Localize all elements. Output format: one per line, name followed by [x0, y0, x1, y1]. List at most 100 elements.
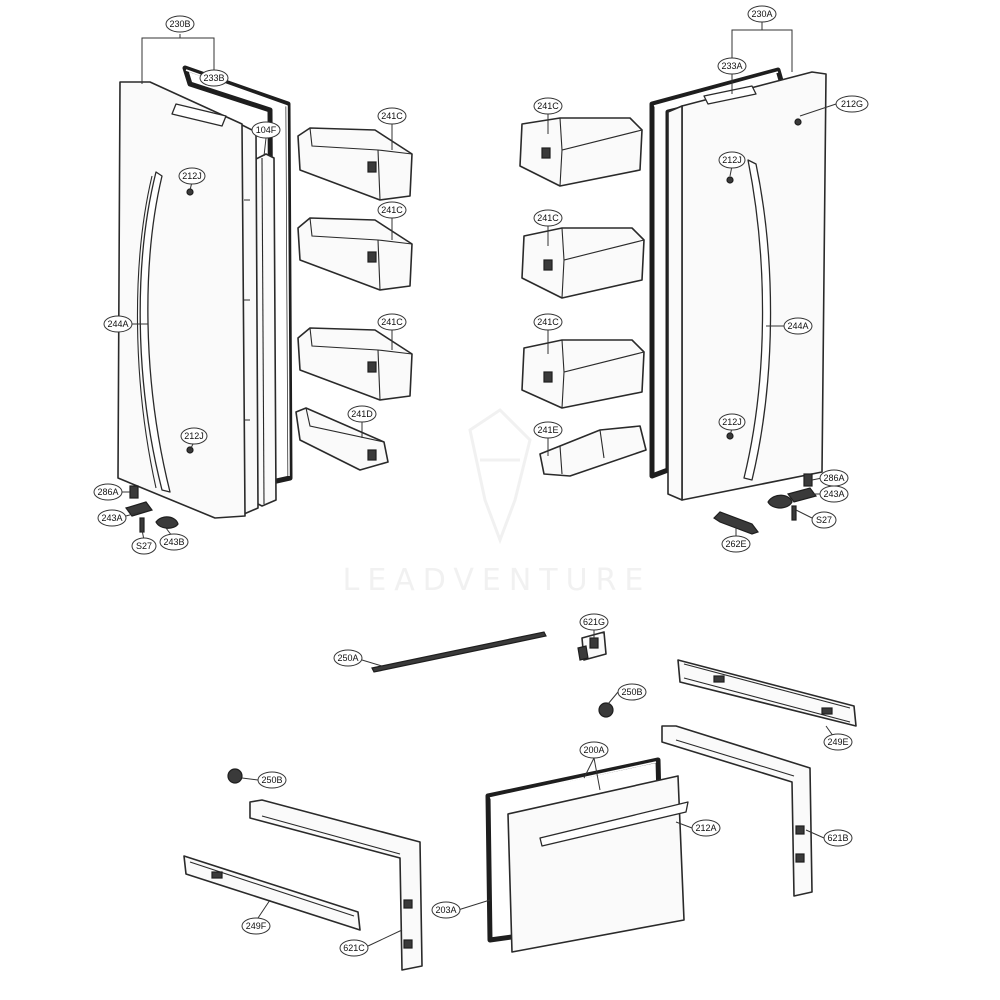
left-hinge-pin: [129, 485, 139, 499]
drawer-rail-right: [677, 659, 857, 727]
left-door-assembly: [117, 65, 413, 533]
svg-text:230A: 230A: [751, 9, 772, 19]
svg-text:243A: 243A: [101, 513, 122, 523]
svg-text:241C: 241C: [537, 317, 559, 327]
svg-text:241D: 241D: [351, 409, 373, 419]
left-door-bin-2: [297, 217, 413, 291]
left-door-bin-1: [297, 127, 413, 201]
right-door-panel: [667, 71, 827, 501]
label-286A-left: 286A: [93, 483, 123, 501]
label-244A-right: 244A: [783, 317, 813, 335]
label-286A-right: 286A: [819, 469, 849, 487]
label-250B-right: 250B: [617, 683, 647, 701]
svg-text:241C: 241C: [381, 317, 403, 327]
label-241C-left-3: 241C: [377, 313, 407, 331]
left-hinge-screw: [139, 517, 145, 533]
drawer-rod: [371, 631, 547, 673]
svg-text:212J: 212J: [184, 431, 204, 441]
svg-text:250A: 250A: [337, 653, 358, 663]
svg-text:249F: 249F: [246, 921, 267, 931]
svg-text:212J: 212J: [182, 171, 202, 181]
svg-text:230B: 230B: [169, 19, 190, 29]
right-door-bin-3: [521, 339, 645, 409]
svg-text:249E: 249E: [827, 737, 848, 747]
label-241D: 241D: [347, 405, 377, 423]
left-door-bin-3: [297, 327, 413, 401]
leader-lines: [122, 22, 837, 947]
right-door-bin-2: [521, 227, 645, 299]
label-212A: 212A: [691, 819, 721, 837]
svg-text:212J: 212J: [722, 417, 742, 427]
svg-text:241C: 241C: [381, 205, 403, 215]
label-212J-right-top: 212J: [718, 151, 746, 169]
label-621B: 621B: [823, 829, 853, 847]
drawer-frame-right: [661, 725, 813, 897]
label-230B: 230B: [165, 15, 195, 33]
label-241E: 241E: [533, 421, 563, 439]
left-hinge-cam: [155, 516, 179, 529]
label-104F: 104F: [251, 121, 281, 139]
label-S27-left: S27: [131, 537, 157, 555]
svg-text:233B: 233B: [203, 73, 224, 83]
label-243A-right: 243A: [819, 485, 849, 503]
label-S27-right: S27: [811, 511, 837, 529]
label-241C-right-3: 241C: [533, 313, 563, 331]
svg-text:S27: S27: [816, 515, 832, 525]
svg-text:212J: 212J: [722, 155, 742, 165]
watermark-logo: [468, 408, 532, 545]
svg-text:212G: 212G: [841, 99, 863, 109]
svg-text:244A: 244A: [787, 321, 808, 331]
drawer-gear-left: [227, 768, 243, 784]
label-243B: 243B: [159, 533, 189, 551]
svg-text:S27: S27: [136, 541, 152, 551]
drawer-frame-left: [249, 799, 423, 971]
label-249F: 249F: [241, 917, 271, 935]
svg-text:241C: 241C: [381, 111, 403, 121]
label-241C-left-2: 241C: [377, 201, 407, 219]
left-hinge-parts: [125, 485, 179, 533]
label-244A-left: 244A: [103, 315, 133, 333]
watermark-text: LEADVENTURE: [343, 563, 652, 598]
svg-text:621B: 621B: [827, 833, 848, 843]
left-door-mullion-strip: [253, 153, 277, 507]
left-hinge-bracket: [125, 501, 153, 517]
drawer-bracket-small: [577, 631, 607, 661]
svg-text:250B: 250B: [261, 775, 282, 785]
left-door-panel: [117, 81, 259, 519]
svg-text:243A: 243A: [823, 489, 844, 499]
label-262E: 262E: [721, 535, 751, 553]
right-door-bin-4: [539, 425, 647, 477]
svg-text:241C: 241C: [537, 101, 559, 111]
right-hinge-pin: [803, 473, 813, 487]
right-hinge-bracket: [786, 487, 818, 503]
label-212J-left-bottom: 212J: [180, 427, 208, 445]
label-250B-left: 250B: [257, 771, 287, 789]
svg-text:200A: 200A: [583, 745, 604, 755]
left-door-bin-4: [295, 407, 389, 471]
svg-text:286A: 286A: [823, 473, 844, 483]
svg-text:262E: 262E: [725, 539, 746, 549]
drawer-assembly: [183, 631, 857, 971]
watermark: LEADVENTURE: [343, 408, 652, 598]
label-621G: 621G: [579, 613, 609, 631]
drawer-door: [485, 757, 689, 953]
label-212J-right-bottom: 212J: [718, 413, 746, 431]
right-door-assembly: [519, 67, 827, 535]
label-241C-right-2: 241C: [533, 209, 563, 227]
svg-text:250B: 250B: [621, 687, 642, 697]
right-hinge-stopper: [713, 511, 759, 535]
right-hinge-screw: [791, 505, 797, 521]
label-241C-left-1: 241C: [377, 107, 407, 125]
svg-text:621C: 621C: [343, 943, 365, 953]
svg-text:233A: 233A: [721, 61, 742, 71]
svg-text:241C: 241C: [537, 213, 559, 223]
label-233A: 233A: [717, 57, 747, 75]
svg-text:104F: 104F: [256, 125, 277, 135]
right-hinge-cam: [767, 494, 793, 509]
label-249E: 249E: [823, 733, 853, 751]
drawer-rail-left: [183, 855, 361, 931]
label-212J-left-top: 212J: [178, 167, 206, 185]
label-621C: 621C: [339, 939, 369, 957]
drawer-gear-right: [598, 702, 614, 718]
